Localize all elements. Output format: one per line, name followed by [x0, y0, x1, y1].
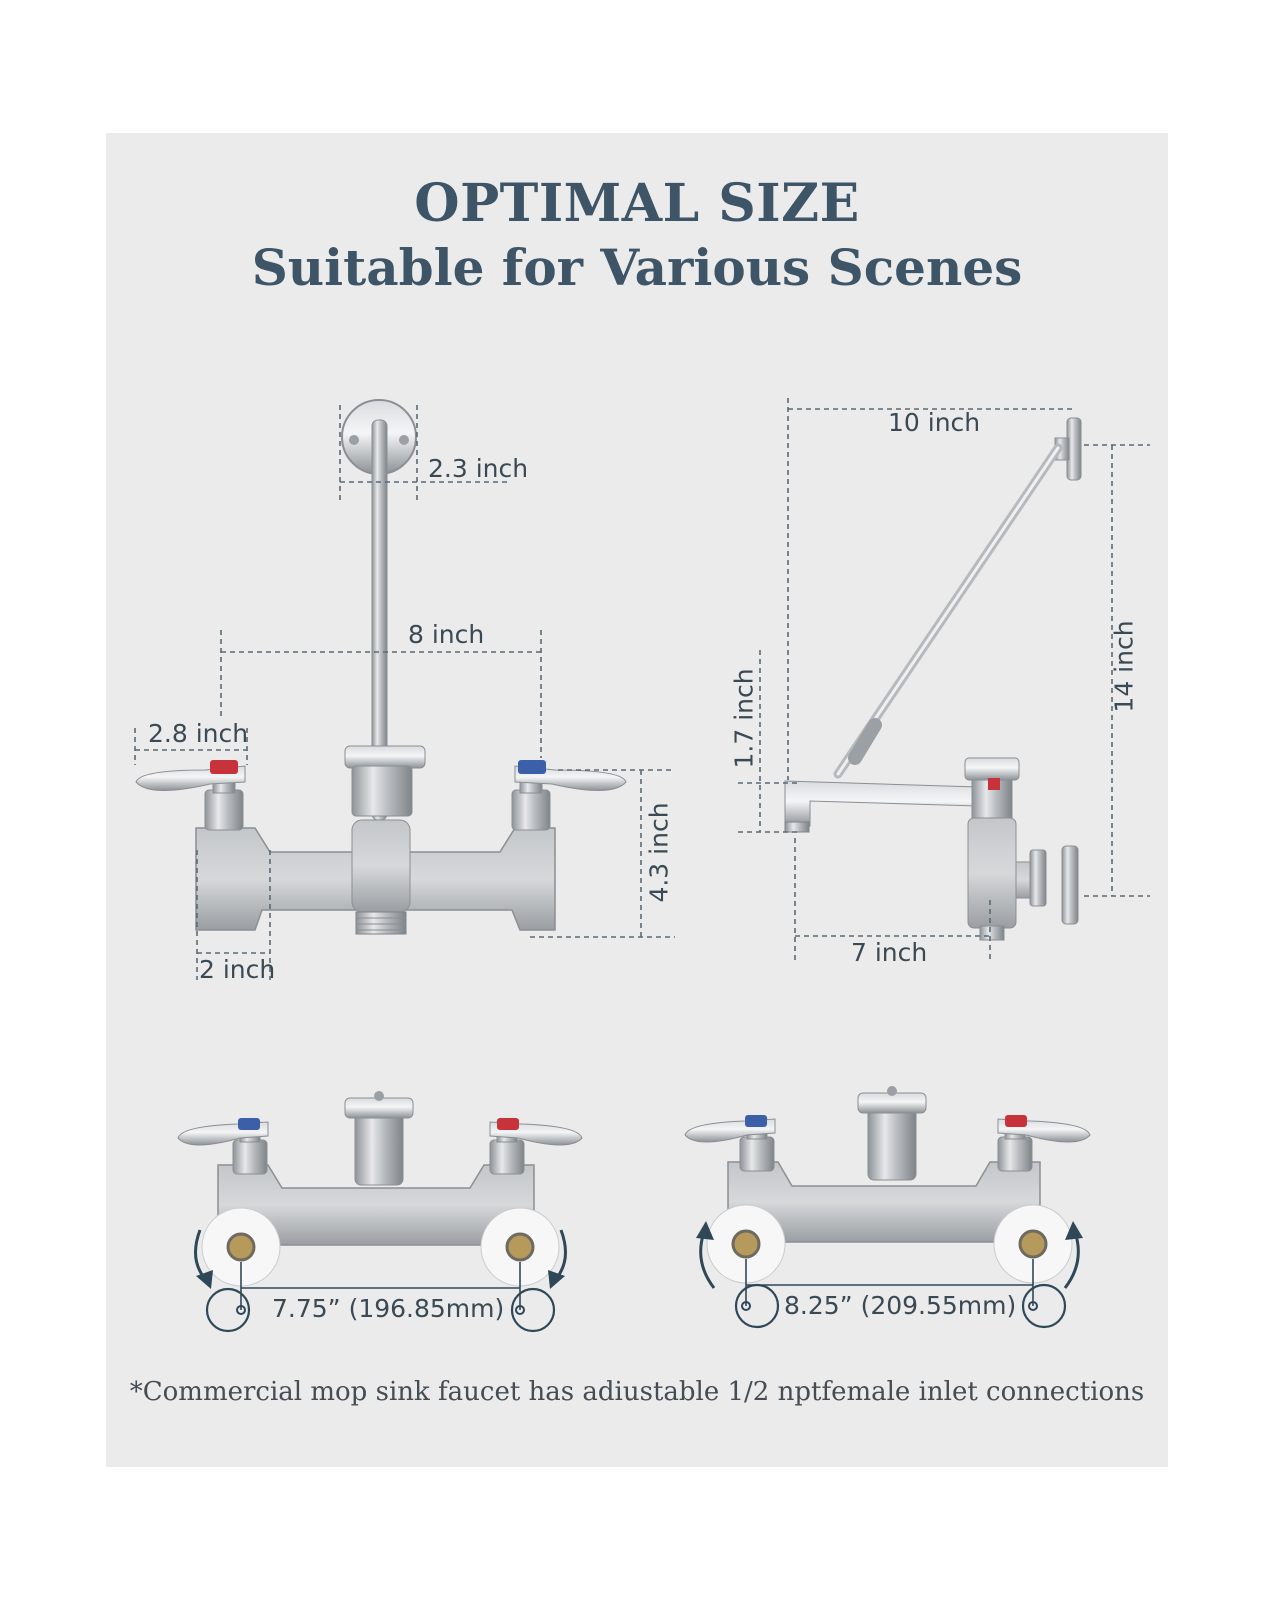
title-line-2: Suitable for Various Scenes: [251, 238, 1023, 297]
inlet-option-wide: [684, 1086, 1091, 1329]
total-height-label: 14 inch: [1109, 620, 1139, 713]
side-view-faucet: [784, 417, 1082, 941]
side-view-dimension-lines: [738, 398, 1150, 960]
footnote: *Commercial mop sink faucet has adiustab…: [129, 1377, 1145, 1407]
spout-drop-label: 1.7 inch: [729, 668, 759, 769]
narrow-spacing-label: 7.75” (196.85mm): [272, 1294, 505, 1323]
cold-indicator: [518, 760, 546, 774]
arm-reach-label: 10 inch: [888, 408, 981, 437]
front-view-faucet: [135, 399, 627, 935]
spout-depth-label: 7 inch: [851, 938, 928, 967]
inlet-width-label: 2 inch: [199, 955, 276, 984]
wide-spacing-label: 8.25” (209.55mm): [784, 1291, 1017, 1320]
handle-length-label: 2.8 inch: [148, 719, 249, 748]
inlet-option-narrow: [177, 1091, 583, 1333]
flange-width-label: 2.3 inch: [428, 454, 529, 483]
handle-spacing-label: 8 inch: [408, 620, 485, 649]
hot-indicator: [210, 760, 238, 774]
body-height-label: 4.3 inch: [644, 802, 674, 903]
front-view-dimension-lines: [134, 405, 675, 980]
title-line-1: OPTIMAL SIZE: [414, 173, 860, 234]
